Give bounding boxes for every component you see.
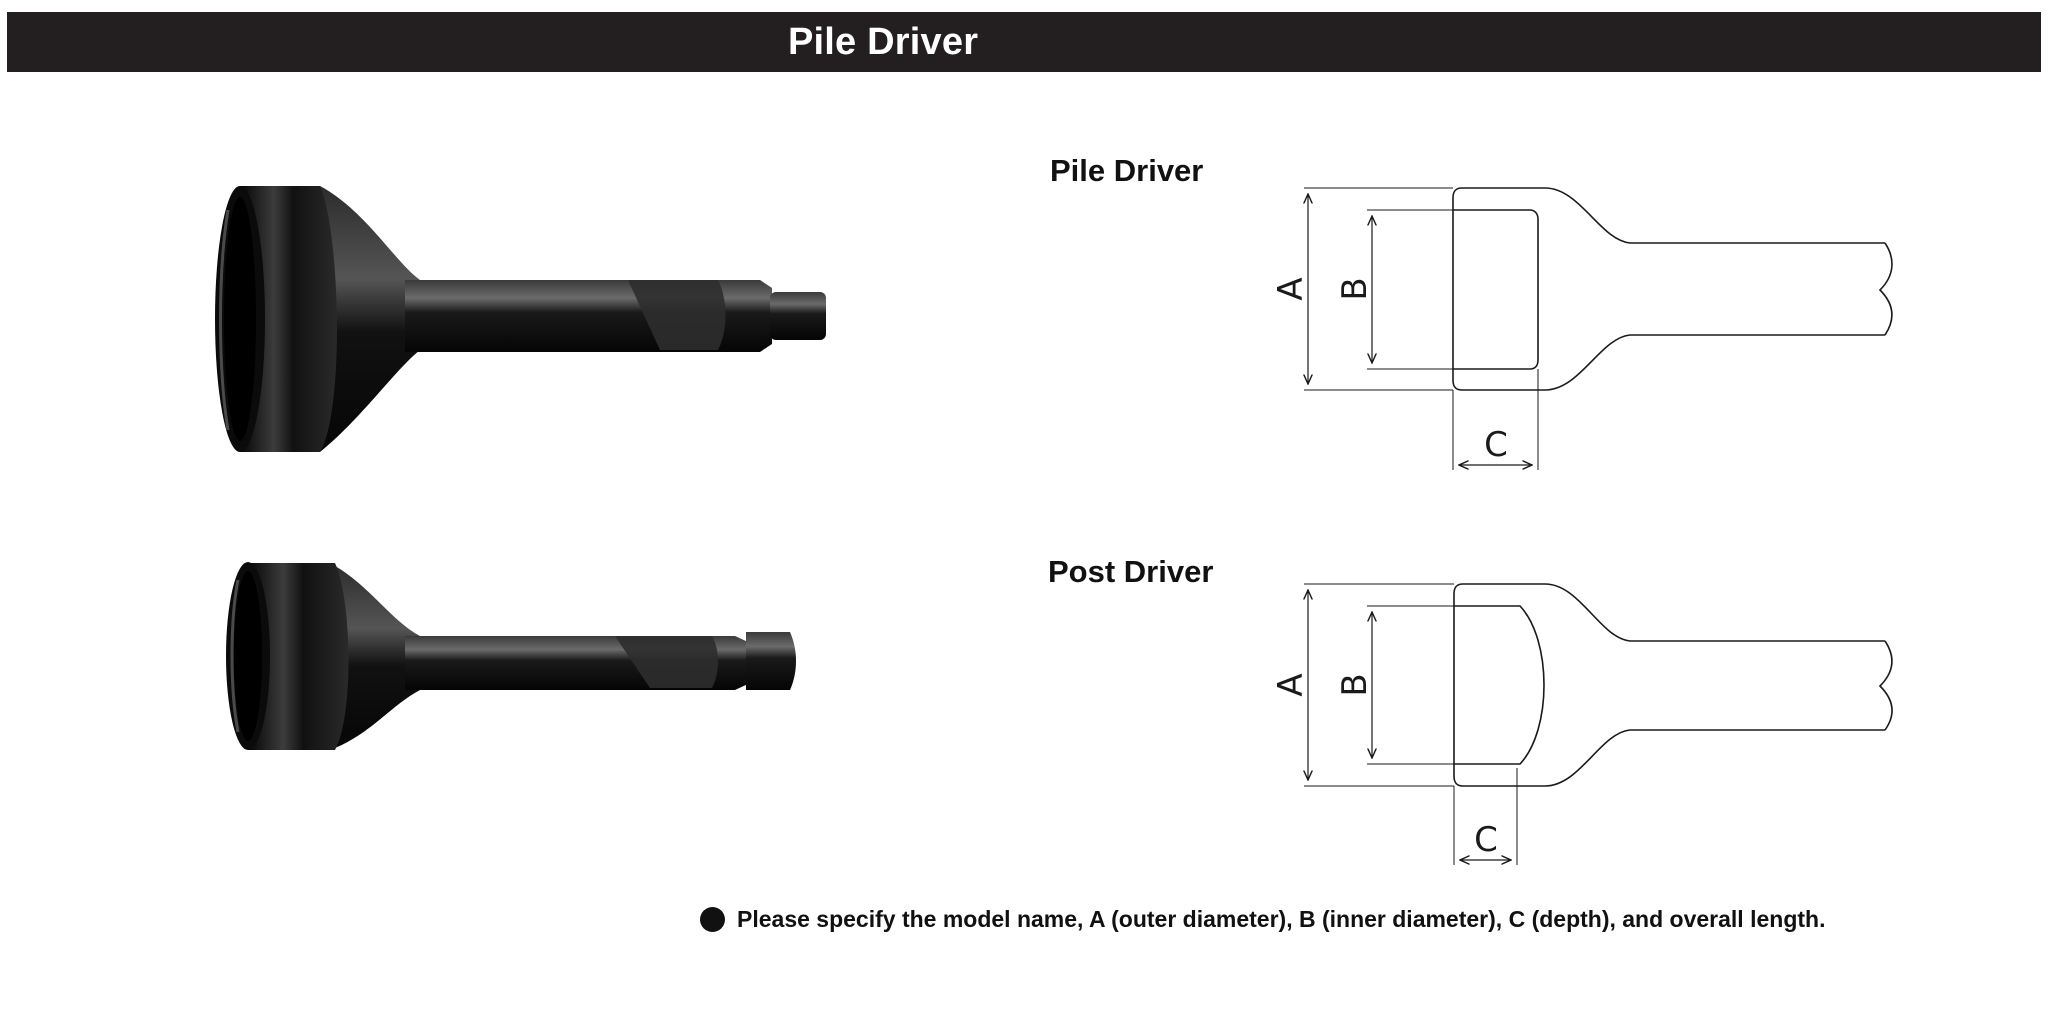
page-title: Pile Driver bbox=[788, 21, 979, 63]
dim-a-label: A bbox=[1271, 277, 1311, 300]
dim-c-label: C bbox=[1474, 820, 1498, 860]
dim-b-label: B bbox=[1335, 277, 1375, 300]
pile-driver-drawing bbox=[1304, 187, 1893, 470]
post-driver-drawing bbox=[1304, 583, 1893, 865]
specification-note-text: Please specify the model name, A (outer … bbox=[737, 905, 1826, 932]
post-driver-diagram-label: Post Driver bbox=[1048, 554, 1214, 589]
bullet-icon bbox=[700, 906, 725, 932]
specification-note: Please specify the model name, A (outer … bbox=[700, 902, 1825, 936]
dim-b-label: B bbox=[1335, 673, 1375, 696]
header-banner: Pile Driver bbox=[7, 12, 2041, 72]
pile-driver-tool bbox=[215, 186, 826, 452]
post-driver-tool bbox=[226, 562, 796, 750]
dim-c-label: C bbox=[1484, 425, 1508, 465]
pile-driver-diagram-label: Pile Driver bbox=[1050, 153, 1204, 188]
dim-a-label: A bbox=[1271, 673, 1311, 696]
